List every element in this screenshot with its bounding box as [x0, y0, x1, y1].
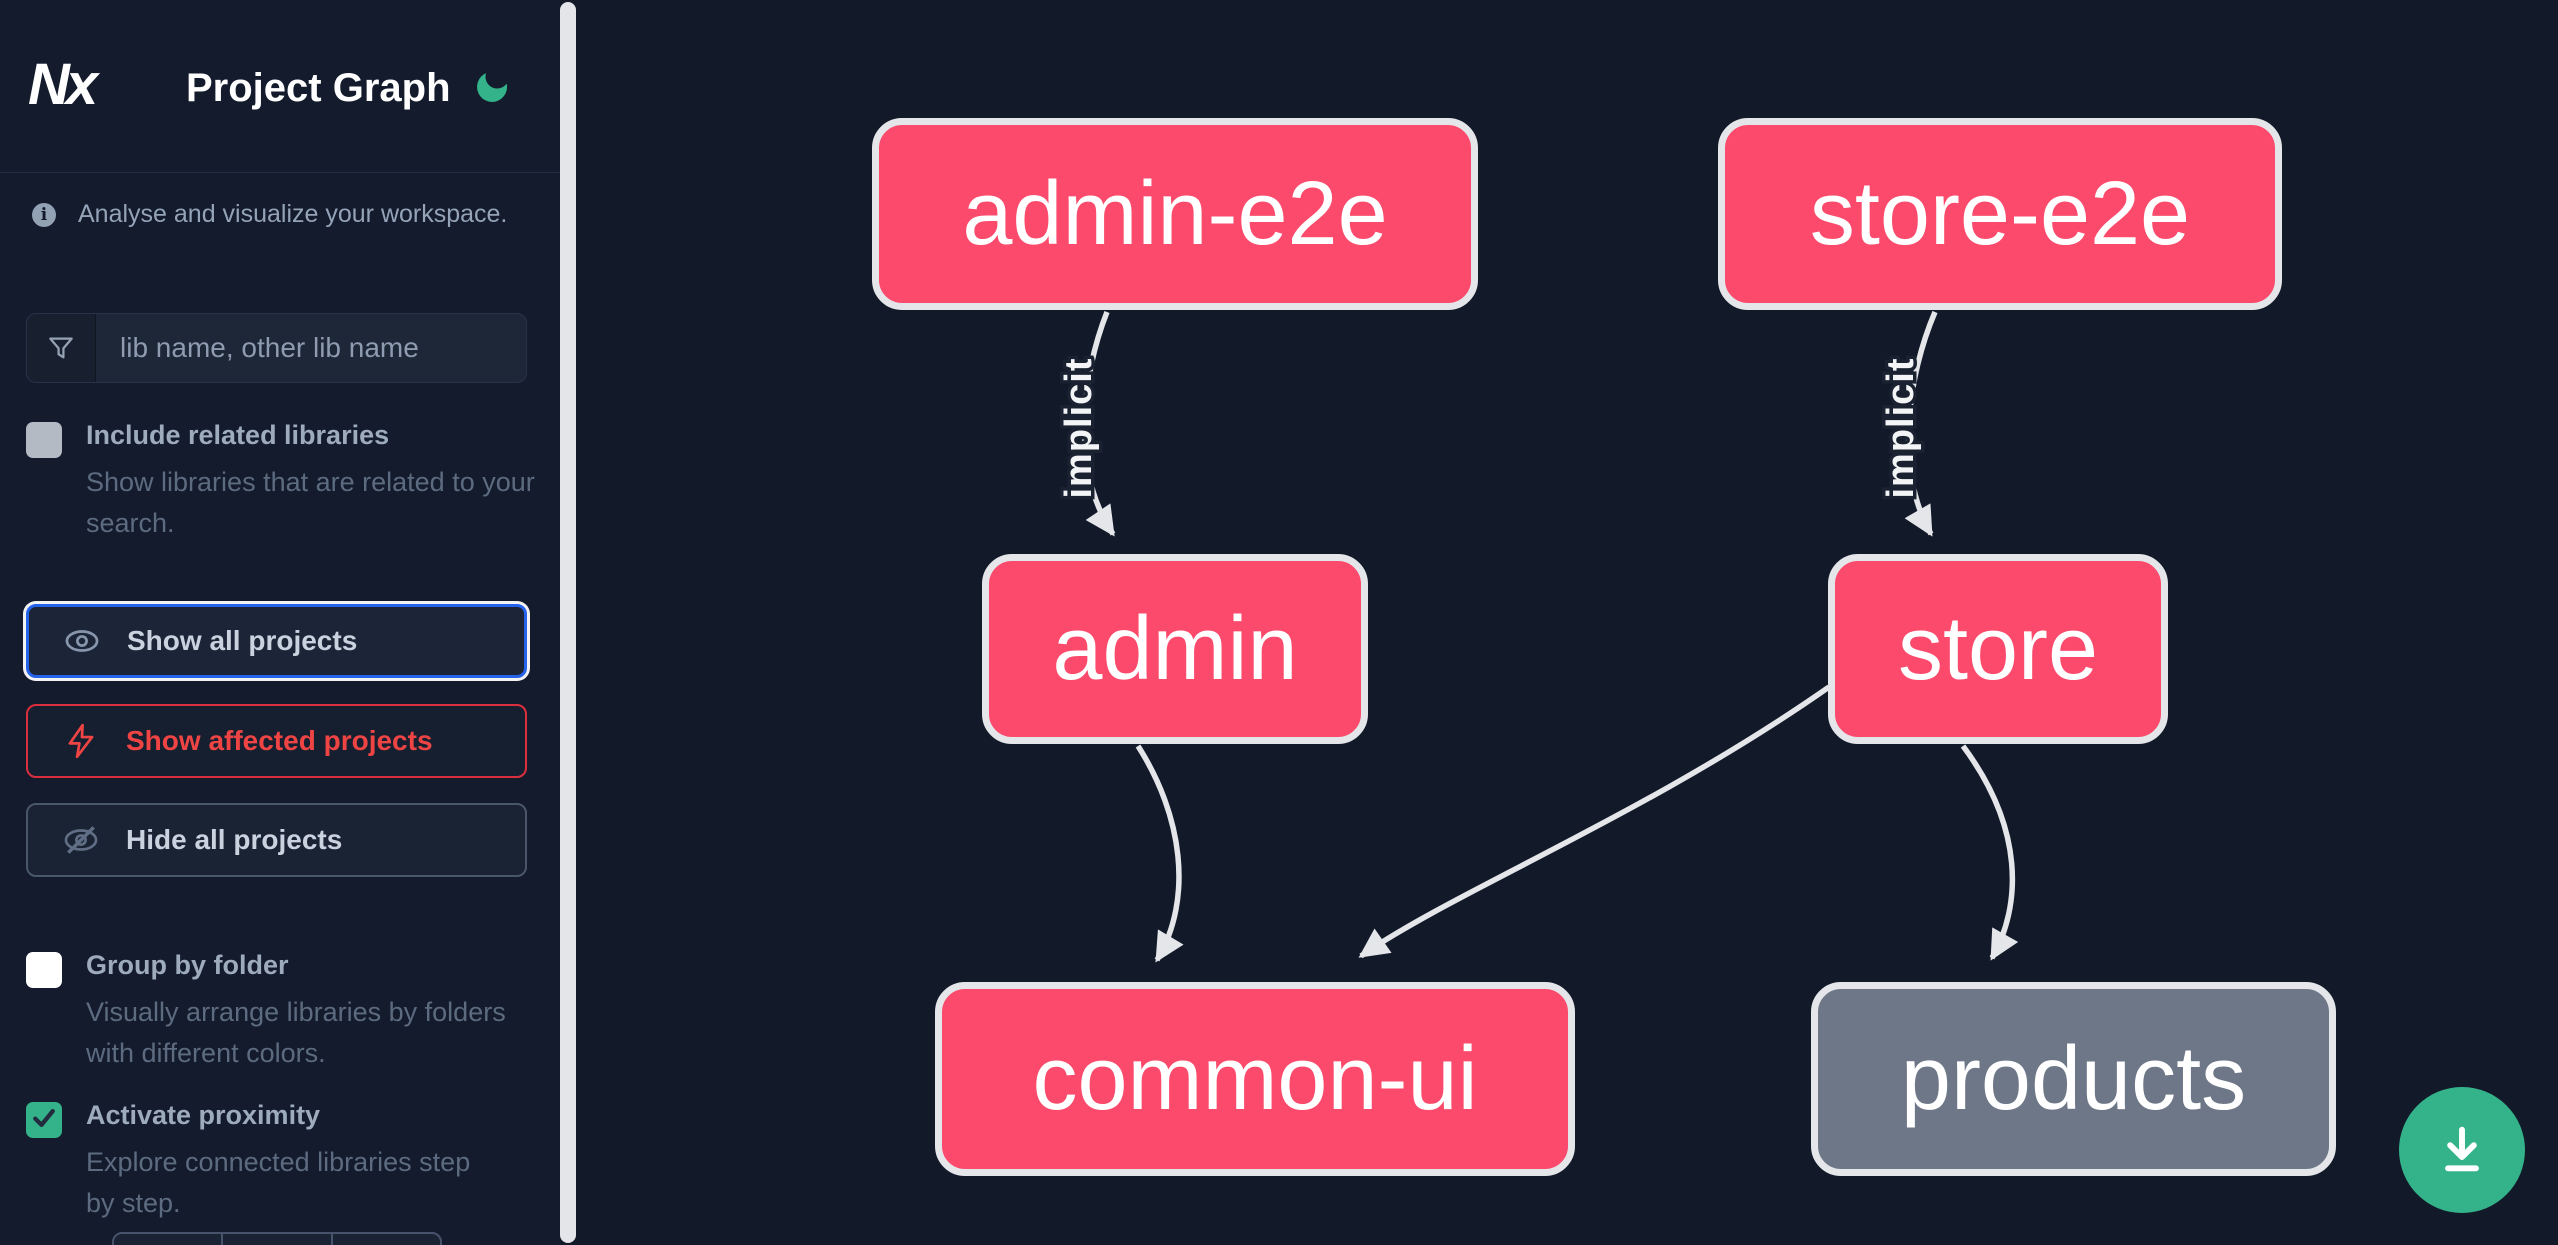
search-input[interactable]	[96, 314, 526, 382]
toggle-description: Show libraries that are related to your …	[86, 467, 535, 538]
node-label: store-e2e	[1809, 163, 2191, 264]
activate-proximity-checkbox[interactable]	[26, 1102, 62, 1138]
stepper-decrement[interactable]	[114, 1234, 224, 1245]
group-by-folder-checkbox[interactable]	[26, 952, 62, 988]
sidebar-scrollbar[interactable]	[560, 2, 576, 1243]
proximity-stepper	[112, 1232, 442, 1245]
node-store-e2e[interactable]: store-e2e	[1718, 118, 2282, 310]
nx-logo: Nx	[28, 52, 98, 117]
dependency-edges: implicit implicit	[1055, 310, 2019, 963]
toggle-description: Explore connected libraries step by step…	[86, 1147, 471, 1218]
hide-all-projects-button[interactable]: Hide all projects	[26, 803, 527, 877]
info-icon: i	[32, 202, 56, 227]
edge-store-products	[1960, 744, 2019, 961]
edge-label-implicit: implicit	[1058, 357, 1100, 498]
node-label: admin-e2e	[962, 163, 1388, 264]
button-label: Show all projects	[127, 625, 358, 656]
download-image-button[interactable]	[2399, 1087, 2525, 1213]
checkmark-icon	[29, 1103, 59, 1138]
node-admin-e2e[interactable]: admin-e2e	[872, 118, 1478, 310]
lightning-bolt-icon	[62, 722, 100, 760]
dark-mode-toggle[interactable]	[464, 60, 520, 116]
download-icon	[2433, 1120, 2491, 1181]
node-label: store	[1897, 598, 2099, 699]
node-label: admin	[1052, 598, 1298, 699]
filter-funnel-icon	[27, 314, 96, 382]
eye-off-icon	[62, 821, 100, 859]
node-store[interactable]: store	[1828, 554, 2168, 744]
edge-store-e2e-store	[1904, 310, 1938, 537]
node-admin[interactable]: admin	[982, 554, 1368, 744]
moon-icon	[472, 72, 512, 110]
edge-admin-e2e-admin	[1081, 310, 1116, 537]
edge-label-implicit: implicit	[1880, 357, 1922, 498]
include-related-checkbox[interactable]	[26, 422, 62, 458]
toggle-label: Group by folder	[86, 950, 289, 980]
workspace-tagline: Analyse and visualize your workspace.	[78, 200, 508, 228]
sidebar-header: Nx Project Graph	[0, 0, 560, 173]
button-label: Hide all projects	[126, 824, 343, 855]
toggle-description: Visually arrange libraries by folders wi…	[86, 997, 506, 1068]
node-common-ui[interactable]: common-ui	[935, 982, 1575, 1176]
show-all-projects-button[interactable]: Show all projects	[26, 604, 527, 678]
show-affected-projects-button[interactable]: Show affected projects	[26, 704, 527, 778]
eye-icon	[63, 622, 101, 660]
stepper-increment[interactable]	[333, 1234, 440, 1245]
toggle-label: Include related libraries	[86, 420, 390, 450]
sidebar: Nx Project Graph i Analyse and visualize…	[0, 0, 560, 1245]
workspace-tagline-row: i Analyse and visualize your workspace.	[32, 200, 542, 229]
edge-store-common-ui	[1358, 684, 1831, 959]
toggle-label: Activate proximity	[86, 1100, 321, 1130]
edge-admin-common-ui	[1135, 744, 1184, 963]
page-title: Project Graph	[186, 66, 451, 110]
graph-canvas[interactable]: implicit implicit admin-e2e store-e2e ad…	[576, 0, 2558, 1245]
project-filter	[26, 313, 527, 383]
button-label: Show affected projects	[126, 725, 433, 756]
node-products[interactable]: products	[1811, 982, 2336, 1176]
node-label: products	[1900, 1028, 2247, 1129]
stepper-value	[223, 1234, 333, 1245]
node-label: common-ui	[1032, 1028, 1478, 1129]
